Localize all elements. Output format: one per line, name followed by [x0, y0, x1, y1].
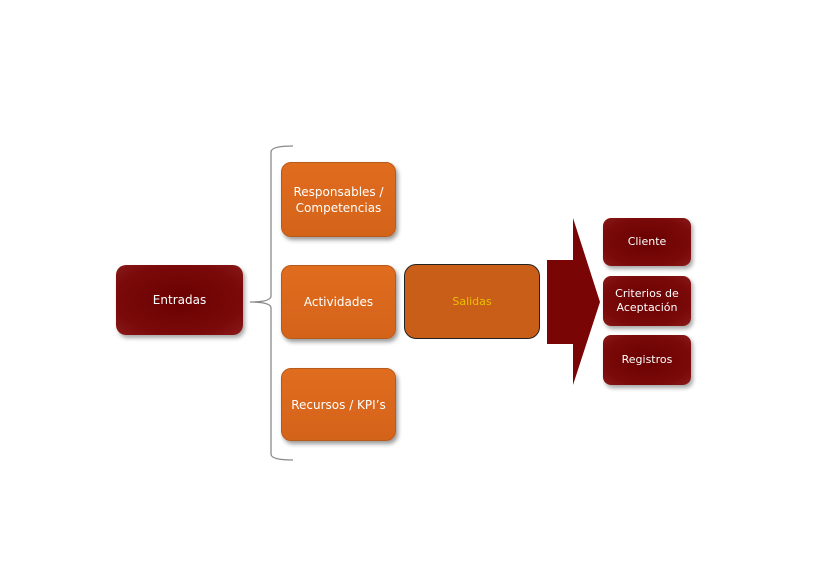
salidas-box: Salidas [404, 264, 540, 339]
responsables-box: Responsables / Competencias [281, 162, 396, 237]
criterios-box: Criterios de Aceptación [603, 276, 691, 326]
registros-box: Registros [603, 335, 691, 385]
recursos-label: Recursos / KPI’s [291, 397, 386, 412]
recursos-box: Recursos / KPI’s [281, 368, 396, 441]
criterios-label: Criterios de Aceptación [615, 287, 679, 314]
salidas-label: Salidas [452, 294, 492, 308]
responsables-label: Responsables / Competencias [293, 184, 384, 215]
entradas-box: Entradas [116, 265, 243, 335]
output-arrow [547, 218, 600, 385]
entradas-label: Entradas [152, 293, 207, 307]
brace-connector [249, 145, 294, 461]
actividades-box: Actividades [281, 265, 396, 339]
cliente-box: Cliente [603, 218, 691, 266]
actividades-label: Actividades [303, 295, 374, 309]
registros-label: Registros [621, 353, 673, 366]
cliente-label: Cliente [627, 235, 667, 248]
